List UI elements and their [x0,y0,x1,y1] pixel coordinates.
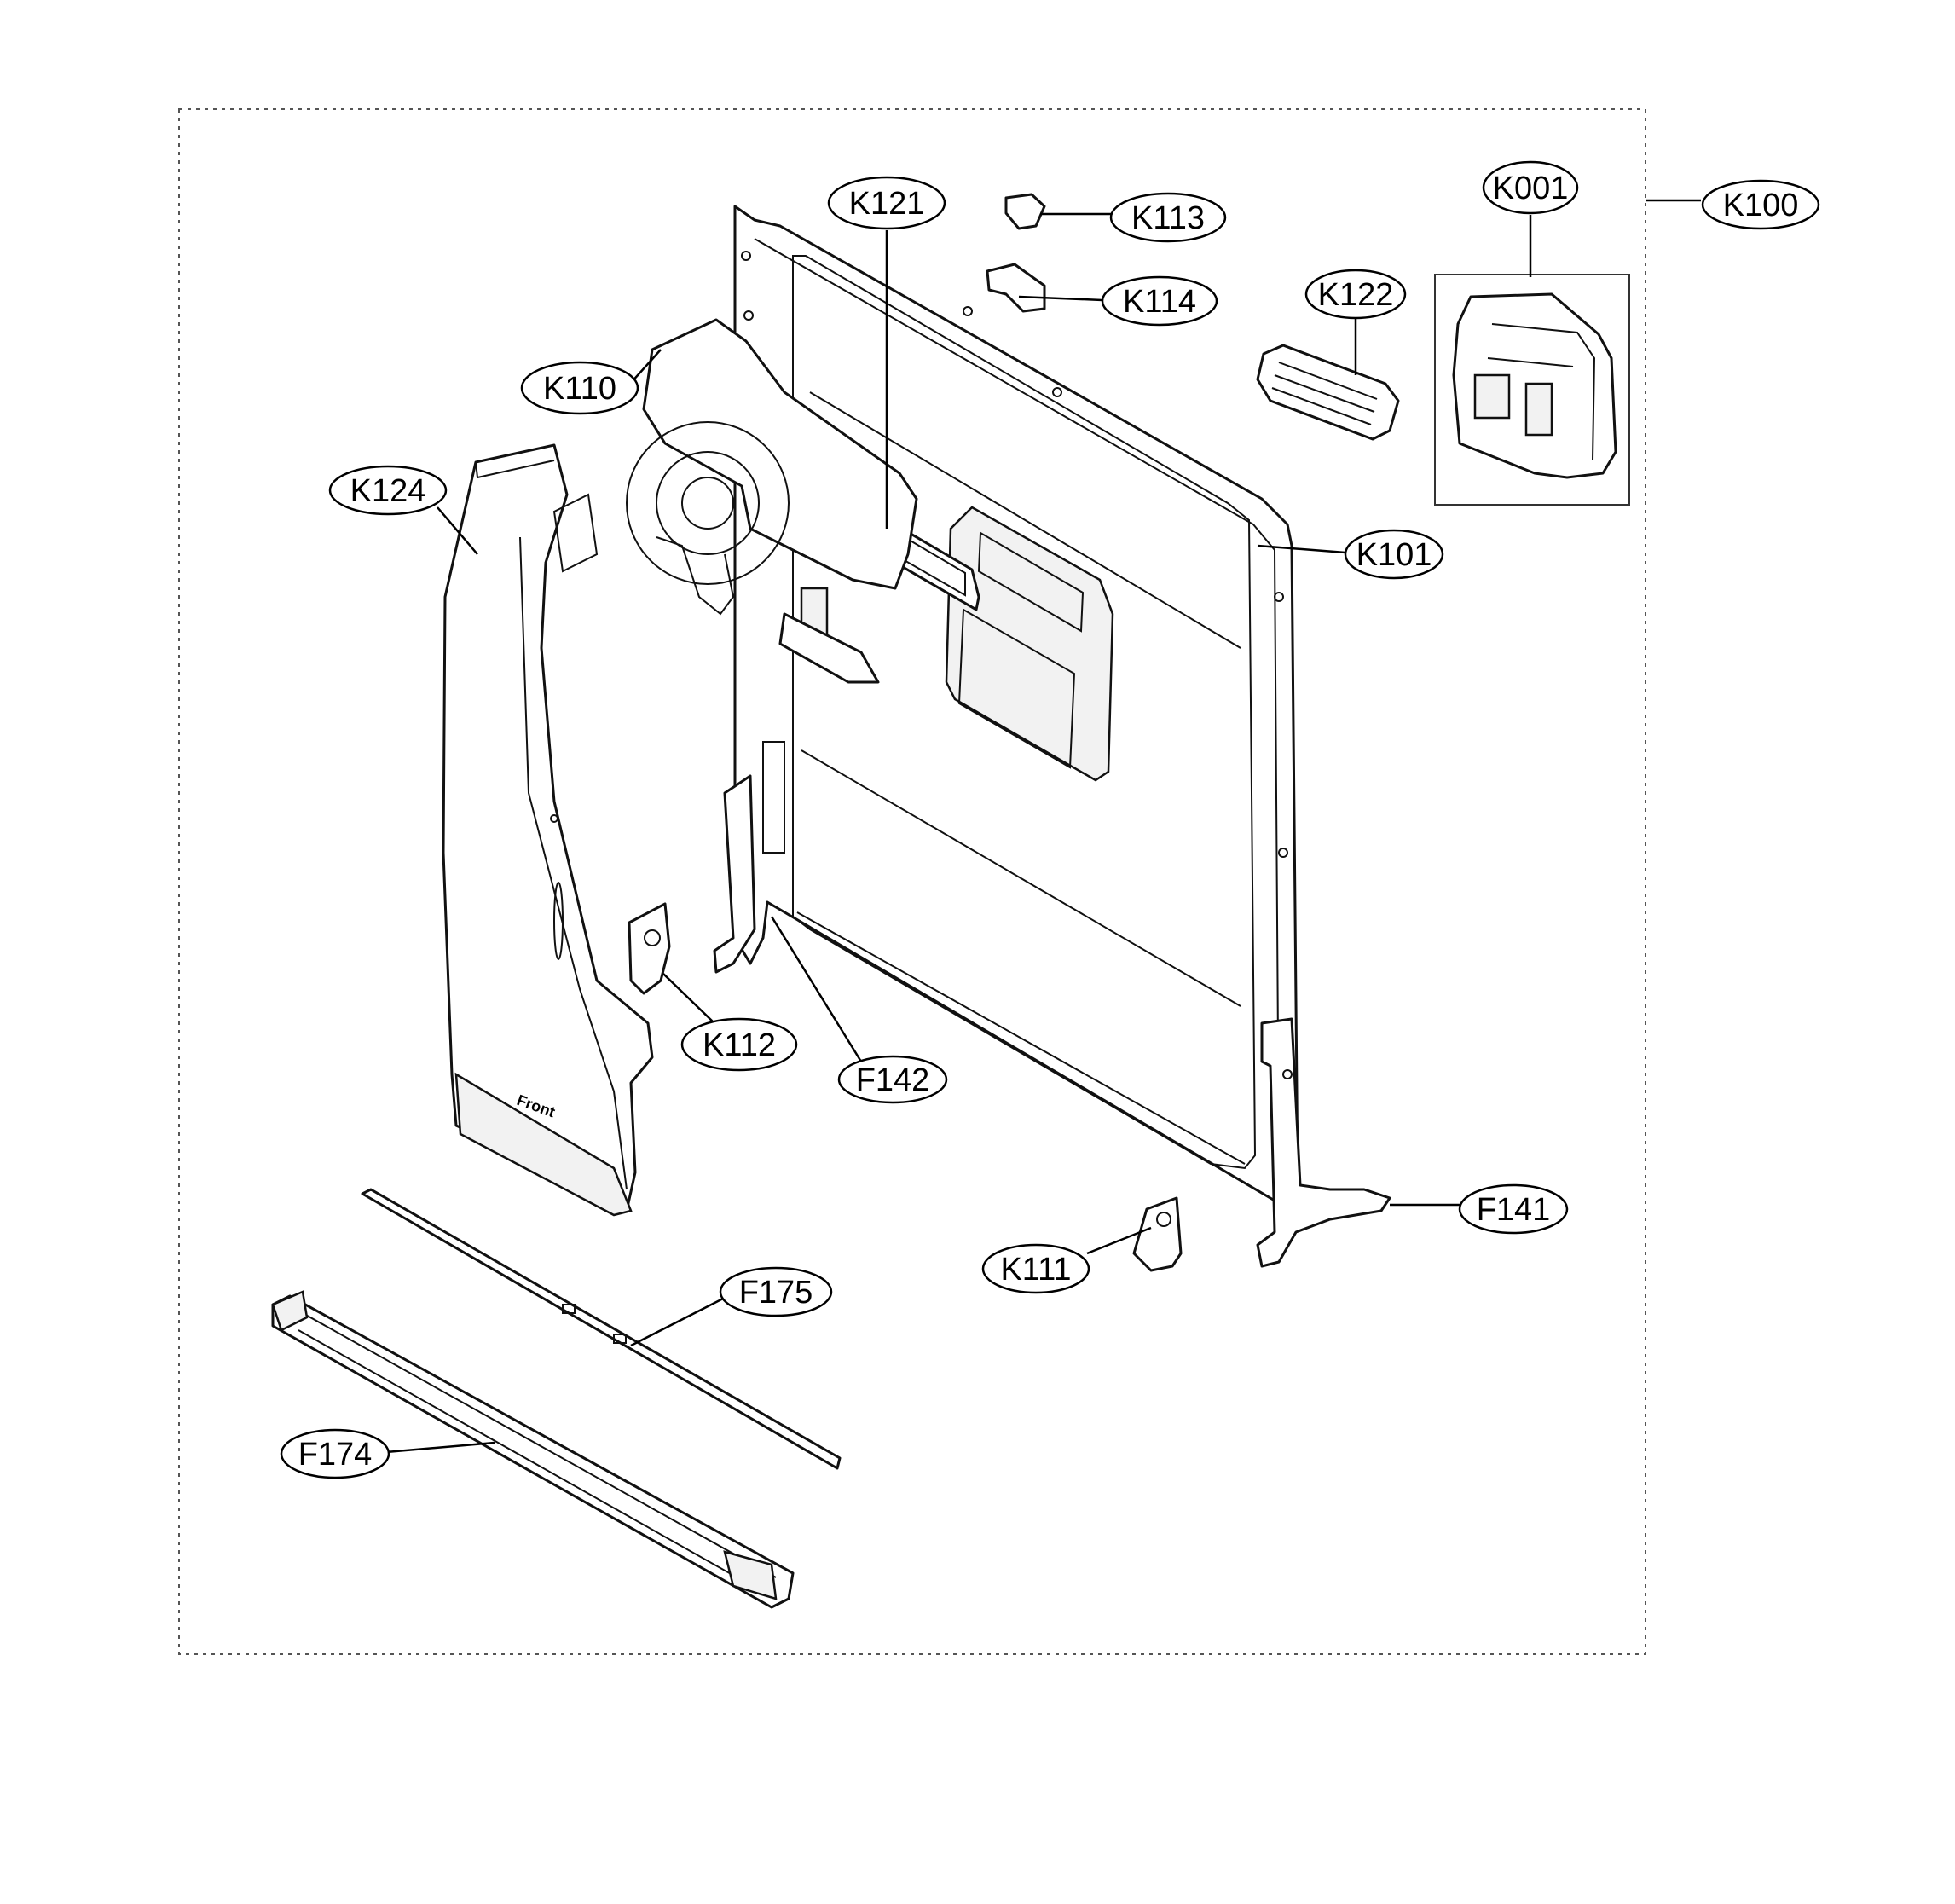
callout-k112: K112 [680,1017,798,1072]
k001-subassembly-box [1434,274,1630,506]
svg-text:K112: K112 [703,1027,776,1063]
part-k111-bracket [1132,1196,1183,1272]
callout-k110: K110 [520,361,639,415]
svg-text:K001: K001 [1493,171,1569,206]
part-k114-latch-clip [986,263,1046,313]
part-k113-clip [1004,193,1046,230]
part-k124-air-duct: Front [442,443,654,1217]
assembly-boundary [178,108,1646,1655]
part-f175-strip [361,1188,842,1470]
svg-text:F175: F175 [739,1275,813,1311]
callout-k101: K101 [1344,529,1444,580]
svg-text:K111: K111 [1000,1252,1071,1288]
callout-f175: F175 [719,1266,833,1317]
svg-text:K110: K110 [543,371,616,407]
callout-k113: K113 [1109,192,1227,243]
svg-text:K122: K122 [1318,277,1394,313]
callout-k111: K111 [981,1243,1090,1294]
svg-text:K121: K121 [849,186,925,222]
callout-k001: K001 [1482,160,1579,215]
callout-f141: F141 [1458,1183,1569,1235]
callout-k100: K100 [1701,179,1820,230]
svg-text:F141: F141 [1477,1192,1551,1228]
part-k110-blower-assembly [626,318,918,684]
callout-k122: K122 [1304,269,1407,320]
svg-text:K113: K113 [1131,200,1205,236]
svg-text:K114: K114 [1123,284,1196,320]
svg-text:K124: K124 [350,473,426,509]
callout-k121: K121 [827,176,946,230]
svg-text:K100: K100 [1723,188,1799,223]
callout-f142: F142 [837,1055,948,1104]
callout-f174: F174 [280,1428,390,1479]
part-k122-vent-grille [1256,344,1400,441]
callout-k114: K114 [1101,275,1218,327]
part-k001-control-module [1452,292,1617,479]
part-k112-bracket [628,902,671,995]
callout-k124: K124 [328,465,448,516]
svg-text:F174: F174 [298,1437,373,1473]
svg-text:K101: K101 [1356,537,1432,573]
part-f174-channel [271,1290,795,1609]
svg-text:F142: F142 [856,1062,930,1098]
